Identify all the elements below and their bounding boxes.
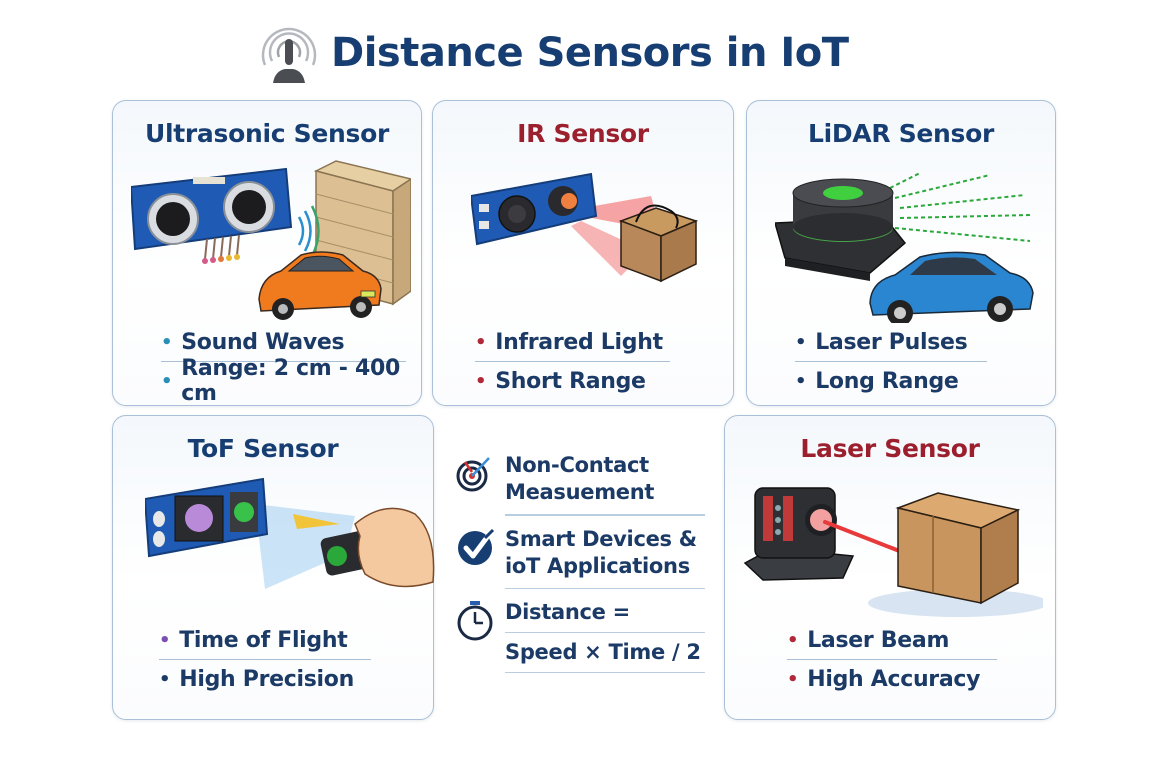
feature-line: ioT Applications bbox=[505, 553, 690, 578]
bullet-item: •Short Range bbox=[475, 368, 646, 394]
target-icon bbox=[456, 457, 490, 492]
bullet-list: •Laser Beam •High Accuracy bbox=[787, 621, 997, 698]
bullet-item: •Laser Pulses bbox=[795, 329, 968, 355]
card-ultrasonic-sensor: Ultrasonic Sensor • bbox=[112, 100, 422, 406]
feature-line: Non-Contact bbox=[505, 453, 649, 477]
card-lidar-sensor: LiDAR Sensor •Laser Pulses •Long Range bbox=[746, 100, 1056, 406]
tof-sensor-hand-icon bbox=[145, 477, 435, 589]
card-title: IR Sensor bbox=[517, 119, 649, 148]
divider bbox=[505, 514, 705, 516]
divider bbox=[505, 632, 705, 633]
feature-line: Measuement bbox=[505, 480, 655, 504]
formula-line: Speed × Time / 2 bbox=[505, 640, 701, 664]
bullet-item: •Sound Waves bbox=[161, 329, 345, 355]
proximity-sensor-person-icon bbox=[261, 27, 317, 83]
bullet-item: •Long Range bbox=[795, 368, 959, 394]
feature-item: Distance = Speed × Time / 2 bbox=[455, 599, 705, 673]
checkmark-icon bbox=[458, 528, 495, 565]
divider bbox=[161, 361, 406, 362]
bullet-item: •High Accuracy bbox=[787, 666, 981, 692]
ultrasonic-sensor-wall-car-icon bbox=[131, 160, 411, 320]
card-title: LiDAR Sensor bbox=[807, 119, 995, 148]
card-title: Ultrasonic Sensor bbox=[144, 119, 389, 148]
formula-line: Distance = bbox=[505, 600, 630, 624]
header: Distance Sensors in IoT bbox=[255, 18, 849, 88]
divider bbox=[475, 361, 670, 362]
bullet-item: •High Precision bbox=[159, 666, 354, 692]
laser-sensor-box-icon bbox=[743, 487, 1043, 617]
feature-line: Smart Devices & bbox=[505, 526, 697, 551]
divider bbox=[505, 672, 705, 673]
bullet-item: •Laser Beam bbox=[787, 627, 950, 653]
lidar-sensor-car-icon bbox=[775, 172, 1034, 323]
ir-sensor-box-icon bbox=[471, 172, 699, 283]
bullet-list: •Sound Waves •Range: 2 cm - 400 cm bbox=[161, 323, 406, 406]
divider bbox=[795, 361, 987, 362]
bullet-item: •Range: 2 cm - 400 cm bbox=[161, 356, 400, 406]
card-ir-sensor: IR Sensor •Infrared Light •Short Range bbox=[432, 100, 734, 406]
divider bbox=[159, 659, 371, 660]
bullet-item: •Infrared Light bbox=[475, 329, 663, 355]
divider bbox=[505, 587, 705, 589]
bullet-list: •Time of Flight •High Precision bbox=[159, 621, 371, 698]
feature-item: Smart Devices &ioT Applications bbox=[455, 526, 705, 580]
page-title: Distance Sensors in IoT bbox=[331, 30, 849, 76]
bullet-item: •Time of Flight bbox=[159, 627, 348, 653]
card-tof-sensor: ToF Sensor •Time of Flight •High Precisi… bbox=[112, 415, 435, 720]
card-laser-sensor: Laser Sensor •Laser Beam •High Accuracy bbox=[724, 415, 1056, 720]
bullet-list: •Laser Pulses •Long Range bbox=[795, 323, 987, 400]
stopwatch-icon bbox=[457, 601, 493, 641]
divider bbox=[787, 659, 997, 660]
bullet-list: •Infrared Light •Short Range bbox=[475, 323, 670, 400]
card-title: Laser Sensor bbox=[800, 434, 980, 463]
card-title: ToF Sensor bbox=[187, 434, 339, 463]
